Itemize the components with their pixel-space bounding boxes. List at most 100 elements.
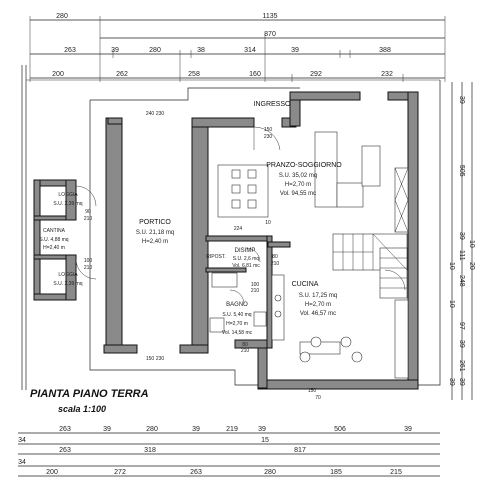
dim-150b: 150: [146, 356, 155, 362]
dim-bot-272: 272: [114, 469, 126, 476]
dim-210c: 210: [241, 348, 250, 354]
room-cantina-h: H=2,40 m: [43, 245, 65, 251]
room-loggia1-su: S.U. 2,39 mq: [53, 201, 82, 207]
dim-right-39e: 39: [448, 378, 455, 386]
dim-150c: 150: [308, 388, 317, 394]
dim-bot-34b: 34: [18, 459, 26, 466]
dim-80a: 80: [272, 254, 278, 260]
room-portico-h: H=2,40 m: [142, 239, 168, 245]
room-cucina-name: CUCINA: [292, 281, 319, 288]
dim-right-39c: 39: [458, 340, 465, 348]
room-loggia2-su: S.U. 2,39 mq: [53, 281, 82, 287]
dim-right-97: 97: [458, 322, 465, 330]
dim-230c: 230: [156, 356, 165, 362]
room-loggia2-name: LOGGIA: [58, 272, 78, 278]
dim-bot-318: 318: [144, 447, 156, 454]
room-bagno-name: BAGNO: [226, 302, 248, 308]
dim-top-314: 314: [244, 47, 256, 54]
dim-bot-506: 506: [334, 426, 346, 433]
dim-100b: 100: [84, 258, 93, 264]
room-pranzo-h: H=2,70 m: [285, 182, 311, 188]
dim-90: 90: [85, 209, 91, 215]
dim-80b: 80: [242, 342, 248, 348]
dim-bot-39d: 39: [404, 426, 412, 433]
title-block: PIANTA PIANO TERRA scala 1:100: [30, 388, 149, 414]
room-bagno-h: H=2,70 m: [226, 321, 248, 327]
dim-bot-263b: 263: [59, 447, 71, 454]
room-rip-name: RIPOST.: [206, 254, 225, 260]
dim-224: 224: [234, 226, 243, 232]
dim-top-292: 292: [310, 71, 322, 78]
dim-top-232: 232: [381, 71, 393, 78]
dim-bot-215: 215: [390, 469, 402, 476]
room-cucina-h: H=2,70 m: [305, 302, 331, 308]
room-bagno-su: S.U. 5,40 mq: [222, 312, 251, 318]
dim-top-280: 280: [56, 13, 68, 20]
room-cantina-su: S.U. 4,88 mq: [39, 237, 68, 243]
drawing-title: PIANTA PIANO TERRA: [30, 388, 149, 400]
dim-bot-34a: 34: [18, 437, 26, 444]
dim-bot-219: 219: [226, 426, 238, 433]
dim-top-280b: 280: [149, 47, 161, 54]
dim-210b: 210: [251, 288, 260, 294]
dim-bot-15: 15: [261, 437, 269, 444]
dim-right-39a: 39: [458, 96, 465, 104]
room-ingresso-name: INGRESSO: [254, 101, 292, 108]
dim-top-160: 160: [249, 71, 261, 78]
dim-top-38: 38: [197, 47, 205, 54]
dim-bot-817: 817: [294, 447, 306, 454]
dim-240: 240: [146, 111, 155, 117]
dim-210a: 210: [271, 261, 280, 267]
dim-right-39b: 39: [458, 232, 465, 240]
dim-210d: 210: [84, 216, 93, 222]
stairs: [332, 233, 408, 299]
inner-dimensions: 224 10 150 230 240 230 80 210 100 210 15…: [84, 111, 321, 401]
dim-top-39b: 39: [291, 47, 299, 54]
dim-70: 70: [315, 395, 321, 401]
room-pranzo-vol: Vol. 94,55 mc: [280, 191, 316, 197]
room-cantina-name: CANTINA: [43, 228, 66, 234]
dim-top-1135: 1135: [262, 13, 277, 20]
dim-bot-39a: 39: [103, 426, 111, 433]
dim-150a: 150: [264, 127, 273, 133]
dim-230a: 230: [264, 134, 273, 140]
room-cucina-su: S.U. 17,25 mq: [299, 293, 337, 299]
dim-10: 10: [265, 220, 271, 226]
room-disimp-su: S.U. 2,6 mq: [233, 256, 260, 262]
dim-bot-280a: 280: [146, 426, 158, 433]
dim-bot-39c: 39: [258, 426, 266, 433]
room-labels: INGRESSO PRANZO-SOGGIORNO S.U. 35,02 mq …: [39, 101, 342, 336]
room-loggia1-name: LOGGIA: [58, 192, 78, 198]
dim-right-10c: 10: [448, 300, 455, 308]
room-portico-su: S.U. 21,18 mq: [136, 230, 174, 236]
room-portico-name: PORTICO: [139, 219, 171, 226]
drawing-scale: scala 1:100: [58, 404, 106, 414]
room-disimp-vol: Vol. 6,81 mc: [232, 263, 260, 269]
dim-bot-39b: 39: [192, 426, 200, 433]
dim-top-263: 263: [64, 47, 76, 54]
dim-top-388: 388: [379, 47, 391, 54]
dim-right-261: 261: [458, 360, 465, 372]
dim-top-258: 258: [188, 71, 200, 78]
bottom-dimensions: 263 39 280 39 219 39 506 39 34 15 263 31…: [18, 426, 440, 477]
dim-right-20: 20: [468, 262, 475, 270]
furniture: [209, 131, 409, 379]
dim-top-262: 262: [116, 71, 128, 78]
portico-outline: [89, 80, 441, 386]
top-dimensions: 280 1135 870 263 39 280 38 314 39 388 20…: [29, 13, 446, 82]
room-pranzo-su: S.U. 35,02 mq: [279, 173, 317, 179]
dim-top-870: 870: [264, 31, 276, 38]
room-disimp-name: DISIMP: [235, 248, 256, 254]
dim-bot-200: 200: [46, 469, 58, 476]
room-bagno-vol: Vol. 14,58 mc: [222, 330, 253, 336]
dim-right-39d: 39: [458, 378, 465, 386]
dim-right-505: 505: [458, 165, 465, 177]
dim-right-10b: 10: [448, 262, 455, 270]
dim-right-111: 111: [458, 250, 465, 261]
dim-right-10a: 10: [468, 240, 475, 248]
doors: [75, 126, 406, 305]
dim-230b: 230: [156, 111, 165, 117]
right-dimensions: 39 505 39 111 10 20 10 248 10 97 39 261 …: [448, 82, 475, 400]
dim-top-200: 200: [52, 71, 64, 78]
